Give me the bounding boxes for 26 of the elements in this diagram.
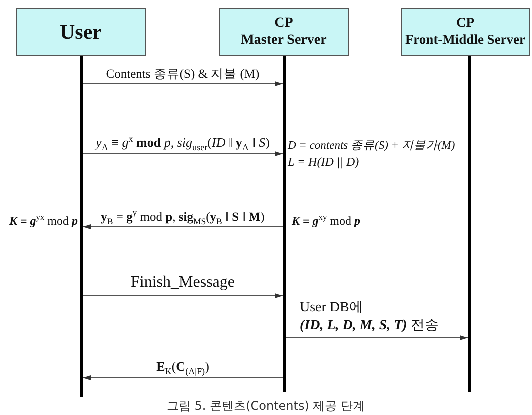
participant-name: CP Master Server <box>241 14 327 50</box>
figure-caption: 그림 5. 콘텐츠(Contents) 제공 단계 <box>166 399 366 415</box>
message-arrow <box>82 376 284 380</box>
participant-name: User <box>60 18 102 46</box>
lifeline <box>468 56 471 392</box>
formula-note: K ≡ g$^{xy}$ mod p <box>292 214 361 230</box>
formula-note: K ≡ g$^{yx}$ mod p <box>8 214 78 230</box>
message-arrow <box>82 224 284 230</box>
participant-box <box>16 8 146 56</box>
participant-name: CP Front-Middle Server <box>405 15 526 49</box>
message-label: Contents 종류(S) & 지불 (M) <box>106 66 260 82</box>
message-label: y$_{A}$ ≡ g$^{x}$ mod p, sig$_{user}$(ID ‖ y$_{A}$ ‖ S) <box>96 135 270 152</box>
lifeline <box>283 56 286 392</box>
message-label: User DB에 (ID, L, D, M, S, T) 전송 <box>300 300 440 336</box>
message-arrow <box>82 82 284 86</box>
participant-box <box>219 8 349 56</box>
message-label: y$_{B}$ = g$^{y}$ mod p, sig$_{MS}$(y$_{B}$ ‖ S ‖ M) <box>101 208 265 225</box>
lifeline <box>80 56 83 397</box>
participant-box <box>401 8 530 56</box>
message-arrow <box>82 294 284 298</box>
message-arrow <box>82 152 284 156</box>
message-label: Finish_Message <box>131 273 235 294</box>
message-arrow <box>286 336 468 340</box>
message-label: E$_{K}$(C$_{(A|F)}$) <box>156 359 210 376</box>
formula-note: L = H(ID || D) <box>288 155 360 171</box>
formula-note: D = contents 종류(S) + 지불가(M) <box>288 139 456 154</box>
